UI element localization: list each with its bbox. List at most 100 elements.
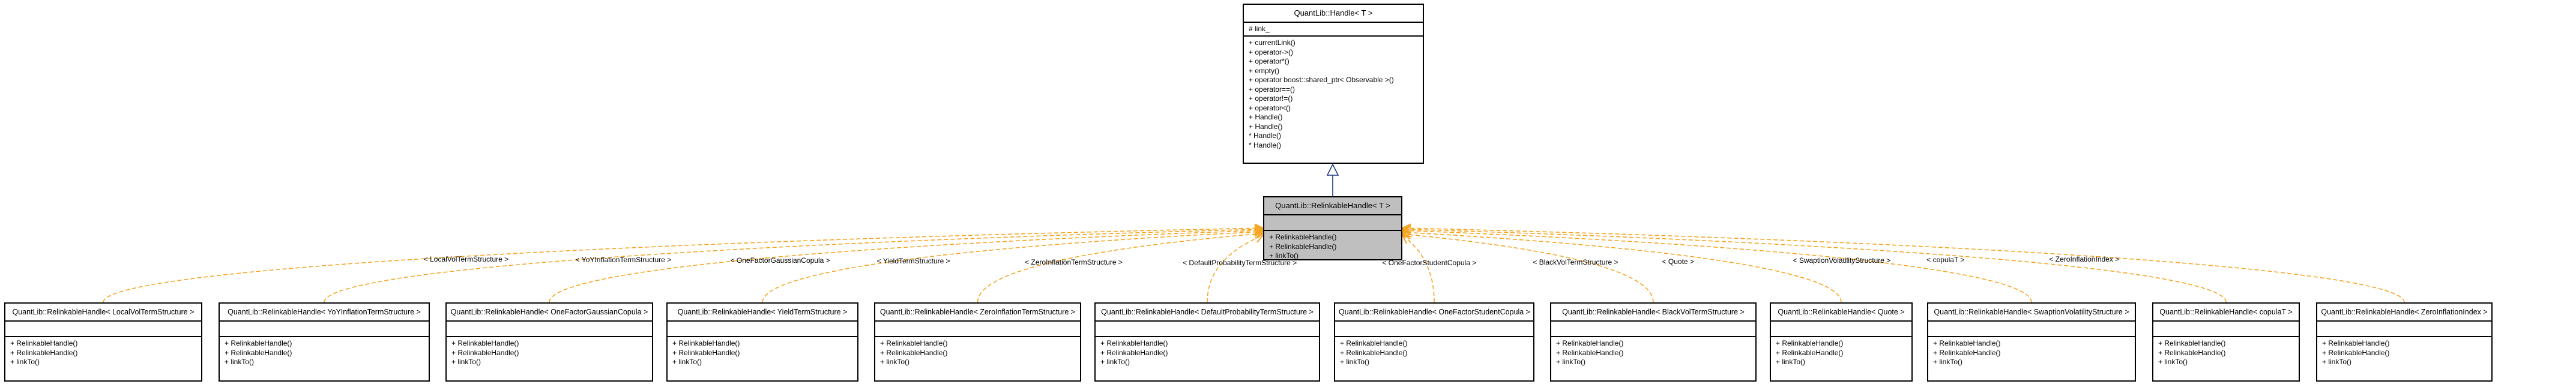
template-edge: [1402, 233, 1654, 303]
attribute: # link_: [1249, 25, 1270, 33]
class-child[interactable]: QuantLib::RelinkableHandle< OneFactorStu…: [1334, 302, 1534, 382]
operation: + RelinkableHandle(): [451, 348, 519, 357]
operation: + linkTo(): [1100, 358, 1130, 366]
operation: + operator*(): [1249, 57, 1290, 65]
attributes-section: [1264, 215, 1401, 231]
operations-section: + RelinkableHandle()+ RelinkableHandle()…: [2317, 337, 2491, 369]
operations-section: + RelinkableHandle()+ RelinkableHandle()…: [220, 337, 429, 369]
edge-label: < YieldTermStructure >: [876, 257, 950, 265]
attributes-section: [2317, 322, 2491, 337]
class-title: QuantLib::RelinkableHandle< SwaptionVola…: [1928, 304, 2135, 322]
edge-label: < ZeroInflationTermStructure >: [1025, 257, 1123, 266]
class-title: QuantLib::RelinkableHandle< OneFactorGau…: [447, 304, 652, 322]
operation: + RelinkableHandle(): [225, 348, 292, 357]
operation: + RelinkableHandle(): [10, 348, 78, 357]
edge-label: < LocalVolTermStructure >: [423, 255, 509, 263]
inheritance-arrowhead: [1326, 163, 1339, 176]
edge-label: < OneFactorGaussianCopula >: [730, 256, 830, 265]
operation: + linkTo(): [2322, 358, 2352, 366]
template-edge: [1402, 232, 1842, 303]
operation: + linkTo(): [1269, 251, 1299, 260]
operation: + linkTo(): [1556, 358, 1586, 366]
operation: + linkTo(): [880, 358, 910, 366]
operation: + RelinkableHandle(): [1776, 348, 1844, 357]
template-edge: [1402, 229, 2227, 303]
template-edge: [1207, 235, 1264, 303]
attributes-section: [1096, 322, 1319, 337]
attributes-section: [1928, 322, 2135, 337]
class-title: QuantLib::RelinkableHandle< DefaultProba…: [1096, 304, 1319, 322]
class-child[interactable]: QuantLib::RelinkableHandle< copulaT >+ R…: [2152, 302, 2300, 382]
template-edge: [1402, 227, 2405, 303]
class-child[interactable]: QuantLib::RelinkableHandle< YieldTermStr…: [666, 302, 858, 382]
class-title: QuantLib::RelinkableHandle< T >: [1264, 197, 1401, 215]
class-child[interactable]: QuantLib::RelinkableHandle< ZeroInflatio…: [2316, 302, 2493, 382]
class-child[interactable]: QuantLib::RelinkableHandle< SwaptionVola…: [1927, 302, 2136, 382]
operation: + RelinkableHandle(): [10, 339, 78, 347]
class-title: QuantLib::RelinkableHandle< ZeroInflatio…: [2317, 304, 2491, 322]
class-child[interactable]: QuantLib::RelinkableHandle< LocalVolTerm…: [4, 302, 202, 382]
operation: + RelinkableHandle(): [2158, 339, 2226, 347]
edge-label: < BlackVolTermStructure >: [1533, 258, 1618, 266]
operation: + RelinkableHandle(): [1776, 339, 1844, 347]
operation: + RelinkableHandle(): [2322, 348, 2390, 357]
edge-label: < YoYInflationTermStructure >: [575, 256, 672, 264]
operation: + Handle(): [1249, 113, 1283, 121]
class-title: QuantLib::RelinkableHandle< BlackVolTerm…: [1551, 304, 1755, 322]
class-handle[interactable]: QuantLib::Handle< T > # link_ + currentL…: [1243, 4, 1424, 164]
operation: + RelinkableHandle(): [1269, 233, 1337, 241]
attributes-section: [875, 322, 1080, 337]
operation: + linkTo(): [672, 358, 702, 366]
operation: + RelinkableHandle(): [225, 339, 292, 347]
operation: + RelinkableHandle(): [1556, 339, 1624, 347]
template-edge: [549, 230, 1264, 303]
operation: + RelinkableHandle(): [672, 339, 740, 347]
attributes-section: [668, 322, 857, 337]
template-edge: [977, 233, 1264, 303]
operation: + operator->(): [1249, 47, 1294, 56]
class-child[interactable]: QuantLib::RelinkableHandle< Quote >+ Rel…: [1770, 302, 1913, 382]
class-relinkable-handle[interactable]: QuantLib::RelinkableHandle< T > + Relink…: [1263, 196, 1402, 260]
operation: + linkTo(): [225, 358, 255, 366]
operation: + linkTo(): [10, 358, 40, 366]
operation: + RelinkableHandle(): [1269, 242, 1337, 251]
attributes-section: [447, 322, 652, 337]
operation: + RelinkableHandle(): [1340, 348, 1408, 357]
operation: + operator boost::shared_ptr< Observable…: [1249, 76, 1394, 84]
class-child[interactable]: QuantLib::RelinkableHandle< OneFactorGau…: [445, 302, 653, 382]
class-title: QuantLib::RelinkableHandle< OneFactorStu…: [1335, 304, 1533, 322]
operation: + operator!=(): [1249, 94, 1293, 103]
operations-section: + RelinkableHandle()+ RelinkableHandle()…: [5, 337, 201, 369]
operations-section: + RelinkableHandle()+ RelinkableHandle()…: [875, 337, 1080, 369]
edge-label: < copulaT >: [1926, 256, 1965, 264]
attributes-section: [220, 322, 429, 337]
class-title: QuantLib::RelinkableHandle< YieldTermStr…: [668, 304, 857, 322]
class-child[interactable]: QuantLib::RelinkableHandle< DefaultProba…: [1094, 302, 1320, 382]
class-child[interactable]: QuantLib::RelinkableHandle< BlackVolTerm…: [1550, 302, 1757, 382]
operation: + RelinkableHandle(): [1100, 339, 1168, 347]
template-arrowhead: [1401, 226, 1411, 236]
operations-section: + RelinkableHandle()+ RelinkableHandle()…: [668, 337, 857, 369]
class-title: QuantLib::RelinkableHandle< Quote >: [1771, 304, 1911, 322]
attributes-section: [1771, 322, 1911, 337]
operation: + linkTo(): [451, 358, 481, 366]
operation: + RelinkableHandle(): [1340, 339, 1408, 347]
operation: + empty(): [1249, 66, 1280, 75]
operations-section: + RelinkableHandle()+ RelinkableHandle()…: [1771, 337, 1911, 369]
operations-section: + RelinkableHandle()+ RelinkableHandle()…: [1551, 337, 1755, 369]
attributes-section: [5, 322, 201, 337]
class-child[interactable]: QuantLib::RelinkableHandle< ZeroInflatio…: [874, 302, 1081, 382]
operation: + linkTo(): [2158, 358, 2188, 366]
template-edge: [1402, 230, 2032, 303]
class-child[interactable]: QuantLib::RelinkableHandle< YoYInflation…: [219, 302, 430, 382]
operation: + RelinkableHandle(): [1100, 348, 1168, 357]
operations-section: + RelinkableHandle()+ RelinkableHandle()…: [1096, 337, 1319, 369]
template-edge: [1402, 235, 1435, 303]
template-edge: [324, 229, 1264, 303]
operations-section: + currentLink()+ operator->()+ operator*…: [1244, 37, 1423, 152]
operation: * Handle(): [1249, 140, 1282, 149]
operation: + RelinkableHandle(): [880, 339, 948, 347]
operation: + RelinkableHandle(): [2322, 339, 2390, 347]
class-title: QuantLib::RelinkableHandle< ZeroInflatio…: [875, 304, 1080, 322]
